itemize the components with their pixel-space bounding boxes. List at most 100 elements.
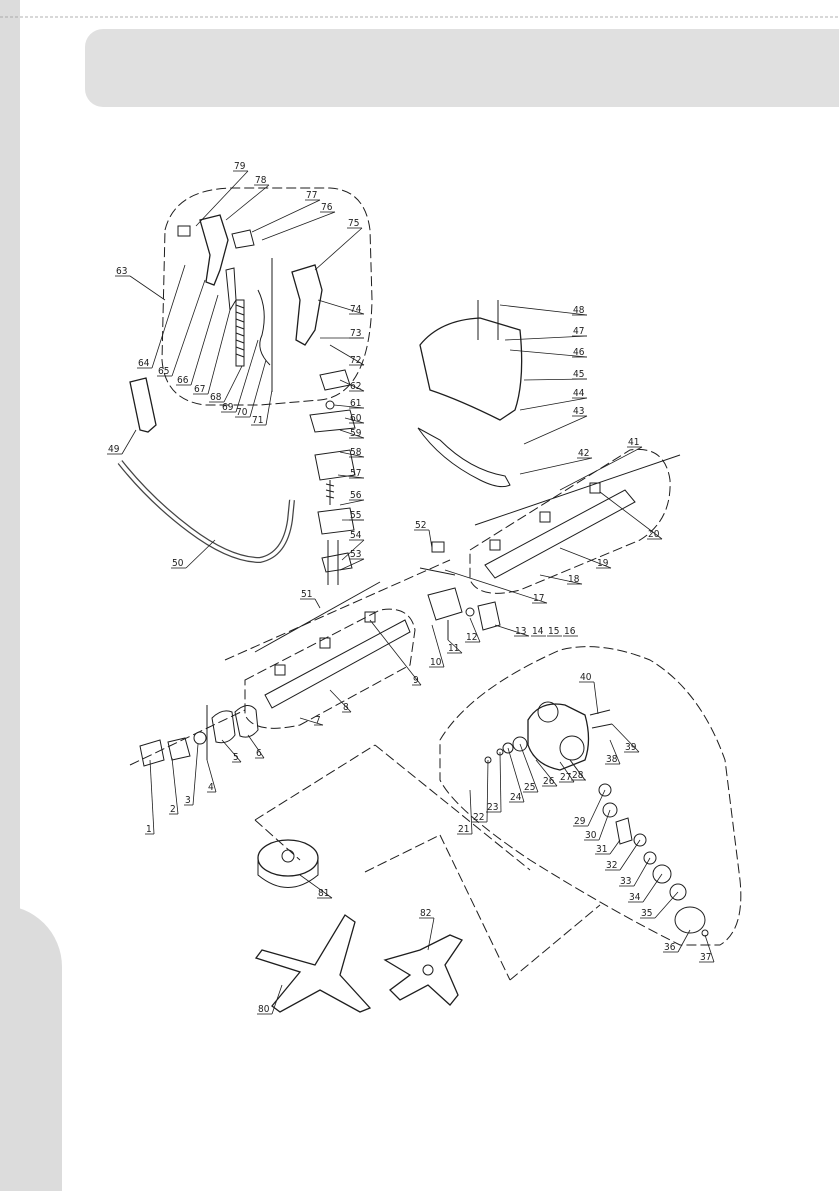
part-label-20: 20: [648, 529, 660, 540]
leader-dash-8: [440, 835, 510, 980]
part-label-21: 21: [458, 824, 469, 835]
leader-dash-7: [510, 905, 600, 980]
part-label-45: 45: [573, 369, 584, 380]
part-label-39: 39: [625, 742, 637, 753]
part-label-71: 71: [252, 415, 263, 426]
clamp-top: [320, 370, 350, 390]
part-label-23: 23: [487, 802, 498, 813]
handle-left-half: [200, 215, 228, 285]
part-label-57: 57: [350, 468, 361, 479]
part-label-15: 15: [548, 626, 559, 637]
leader-line-50: [186, 540, 215, 568]
throttle-handle: [292, 265, 322, 345]
bushing-5: [320, 638, 330, 648]
leader-dash-4: [375, 745, 530, 870]
leader-line-63: [130, 276, 165, 300]
part-label-78: 78: [255, 175, 267, 186]
flange: [212, 711, 235, 743]
leader-dash-3: [255, 745, 375, 820]
part-label-25: 25: [524, 782, 535, 793]
handle-group-outline: [162, 188, 372, 405]
part-label-62: 62: [350, 381, 361, 392]
leader-line-43: [524, 416, 587, 444]
part-label-74: 74: [350, 304, 362, 315]
leader-line-41: [560, 447, 642, 490]
shaft-group-outline: [245, 609, 415, 728]
gearbox-group-outline: [440, 647, 741, 945]
lower-drive-rod: [255, 582, 380, 652]
part-label-14: 14: [532, 626, 544, 637]
part-label-75: 75: [348, 218, 359, 229]
part-label-3: 3: [185, 795, 191, 806]
lower-tube: [265, 620, 410, 708]
part-label-36: 36: [664, 942, 676, 953]
three-tooth-blade: [256, 915, 370, 1012]
part-label-51: 51: [301, 589, 312, 600]
trimmer-head-top: [258, 840, 318, 876]
part-label-16: 16: [564, 626, 576, 637]
part-label-9: 9: [413, 675, 419, 686]
part-label-2: 2: [170, 804, 176, 815]
part-label-26: 26: [543, 776, 555, 787]
part-label-56: 56: [350, 490, 362, 501]
part-label-10: 10: [430, 657, 442, 668]
cutter-hub: [423, 965, 433, 975]
part-label-47: 47: [573, 326, 584, 337]
part-label-11: 11: [448, 643, 459, 654]
leader-line-31: [610, 840, 620, 854]
part-label-5: 5: [233, 752, 239, 763]
part-label-32: 32: [606, 860, 617, 871]
switch-cover: [232, 230, 254, 248]
part-label-54: 54: [350, 530, 362, 541]
part-label-81: 81: [318, 888, 329, 899]
leader-line-79: [196, 171, 248, 226]
bushing-3: [490, 540, 500, 550]
part-label-30: 30: [585, 830, 597, 841]
leader-line-17: [445, 570, 547, 603]
clamp-foot: [322, 553, 352, 572]
part-label-48: 48: [573, 305, 585, 316]
part-label-19: 19: [597, 558, 609, 569]
spring-lower: [326, 480, 334, 505]
part-label-70: 70: [236, 407, 248, 418]
part-label-67: 67: [194, 384, 205, 395]
part-label-43: 43: [573, 406, 584, 417]
part-label-29: 29: [574, 816, 586, 827]
coupling-washer: [466, 608, 474, 616]
coupling-body: [428, 588, 462, 620]
rear-grip: [130, 378, 156, 432]
part-label-63: 63: [116, 266, 127, 277]
leader-line-68: [224, 366, 242, 402]
ring-washer: [194, 732, 206, 744]
part-label-38: 38: [606, 754, 618, 765]
part-label-17: 17: [533, 593, 544, 604]
leader-line-42: [520, 458, 592, 474]
leader-line-67: [208, 310, 230, 394]
part-label-24: 24: [510, 792, 522, 803]
part-label-79: 79: [234, 161, 246, 172]
leader-line-1: [150, 760, 154, 834]
part-label-65: 65: [158, 366, 169, 377]
part-label-61: 61: [350, 398, 361, 409]
spindle: [616, 818, 632, 844]
leader-line-49: [122, 430, 136, 454]
part-label-59: 59: [350, 428, 362, 439]
spring-coil-turns: [236, 305, 244, 357]
part-label-76: 76: [321, 202, 333, 213]
part-label-6: 6: [256, 748, 262, 759]
button: [178, 226, 190, 236]
part-label-28: 28: [572, 770, 584, 781]
clamp-base: [315, 450, 355, 480]
loop-handle: [120, 462, 292, 560]
loop-handle-inner: [120, 462, 292, 560]
lever: [226, 268, 236, 310]
part-label-34: 34: [629, 892, 641, 903]
leader-line-75: [315, 228, 362, 270]
throttle-cable: [258, 290, 270, 365]
part-label-50: 50: [172, 558, 184, 569]
part-label-73: 73: [350, 328, 361, 339]
part-label-42: 42: [578, 448, 589, 459]
part-label-77: 77: [306, 190, 317, 201]
part-label-33: 33: [620, 876, 631, 887]
